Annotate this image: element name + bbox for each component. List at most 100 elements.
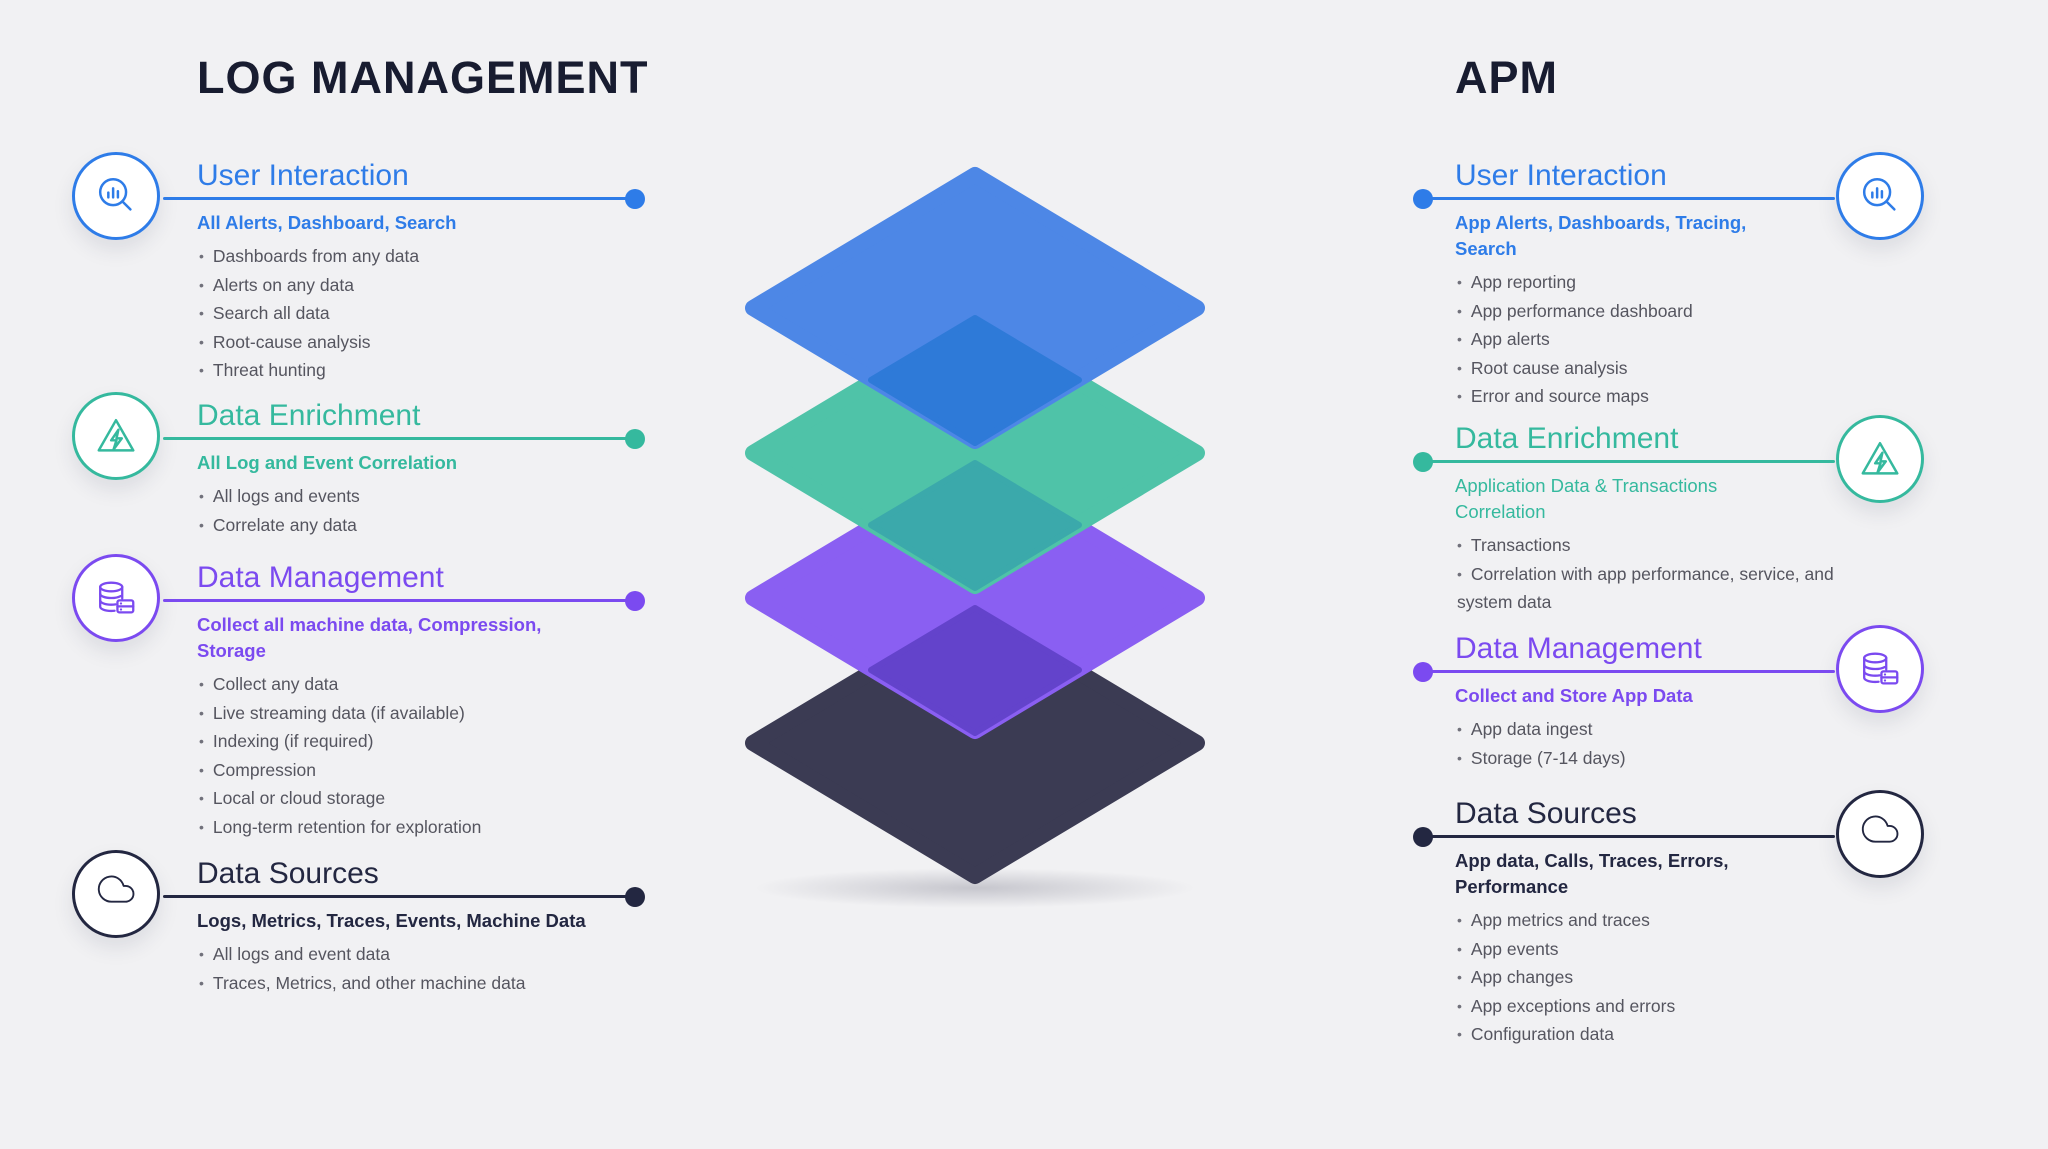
section-heading: Data Management (1455, 632, 1702, 665)
apm-data-management-badge (1836, 625, 1924, 713)
log-data-enrichment-badge (72, 392, 160, 480)
connector-line (1413, 662, 1835, 682)
section-subtitle: App data, Calls, Traces, Errors, Perform… (1455, 850, 1729, 897)
bullet-item: Indexing (if required) (199, 728, 599, 757)
apm-title: APM (1455, 52, 1558, 103)
bullet-item: App metrics and traces (1457, 907, 1845, 936)
section-heading: Data Sources (197, 857, 379, 890)
log-user-interaction-section: User Interaction All Alerts, Dashboard, … (163, 158, 645, 386)
bullet-item: Correlate any data (199, 512, 599, 541)
bullet-item: App events (1457, 936, 1845, 965)
search-analytics-icon (98, 177, 132, 211)
bullet-list: App reporting App performance dashboard … (1455, 269, 1845, 412)
cloud-icon (97, 875, 135, 903)
section-heading: User Interaction (197, 159, 409, 192)
hazard-bolt-icon (1861, 441, 1899, 475)
bullet-item: Error and source maps (1457, 383, 1845, 412)
log-data-management-section: Data Management Collect all machine data… (163, 560, 645, 842)
section-heading: Data Enrichment (197, 399, 421, 432)
bullet-item: All logs and events (199, 483, 599, 512)
connector-line (163, 189, 645, 209)
bullet-item: App reporting (1457, 269, 1845, 298)
cloud-icon (1861, 815, 1899, 843)
bullet-item: Live streaming data (if available) (199, 700, 599, 729)
connector-dot (1413, 452, 1433, 472)
teal-purple-overlap (868, 460, 1082, 591)
bullet-list: Collect any data Live streaming data (if… (197, 671, 635, 842)
bullet-item: Root-cause analysis (199, 329, 599, 358)
bullet-list: Transactions Correlation with app perfor… (1455, 532, 1845, 617)
connector-line (1413, 189, 1835, 209)
connector-line (1413, 827, 1835, 847)
apm-data-sources-badge (1836, 790, 1924, 878)
connector-dot (1413, 827, 1433, 847)
bullet-item: Correlation with app performance, servic… (1457, 561, 1845, 617)
connector-dot (625, 429, 645, 449)
stack-shadow (755, 868, 1195, 908)
log-data-sources-badge (72, 850, 160, 938)
log-data-enrichment-section: Data Enrichment All Log and Event Correl… (163, 398, 645, 540)
layer-stack-svg (745, 167, 1205, 908)
connector-dot (1413, 189, 1433, 209)
section-heading: Data Management (197, 561, 444, 594)
bullet-item: All logs and event data (199, 941, 599, 970)
log-data-sources-section: Data Sources Logs, Metrics, Traces, Even… (163, 856, 645, 998)
apm-user-interaction-badge (1836, 152, 1924, 240)
bullet-item: Compression (199, 757, 599, 786)
section-subtitle: Collect and Store App Data (1455, 685, 1693, 706)
apm-user-interaction-section: User Interaction App Alerts, Dashboards,… (1413, 158, 1845, 412)
apm-data-management-section: Data Management Collect and Store App Da… (1413, 631, 1845, 773)
bullet-item: App data ingest (1457, 716, 1845, 745)
section-subtitle: All Alerts, Dashboard, Search (197, 212, 457, 233)
database-icon (99, 581, 135, 614)
bullet-item: Long-term retention for exploration (199, 814, 599, 843)
bullet-item: App alerts (1457, 326, 1845, 355)
connector-line (163, 887, 645, 907)
bullet-item: Local or cloud storage (199, 785, 599, 814)
apm-data-enrichment-badge (1836, 415, 1924, 503)
connector-line (163, 591, 645, 611)
bullet-item: App exceptions and errors (1457, 993, 1845, 1022)
bullet-item: Threat hunting (199, 357, 599, 386)
connector-line (163, 429, 645, 449)
connector-dot (625, 189, 645, 209)
bullet-item: App changes (1457, 964, 1845, 993)
bullet-item: Configuration data (1457, 1021, 1845, 1050)
blue-teal-overlap (868, 315, 1082, 446)
bullet-item: Collect any data (199, 671, 599, 700)
layer-stack-diagram (645, 130, 1305, 935)
bullet-list: All logs and events Correlate any data (197, 483, 635, 540)
hazard-bolt-icon (97, 418, 135, 452)
section-subtitle: Application Data & Transactions Correlat… (1455, 475, 1718, 522)
bullet-list: App data ingest Storage (7-14 days) (1455, 716, 1845, 773)
search-analytics-icon (1862, 177, 1896, 211)
bullet-item: App performance dashboard (1457, 298, 1845, 327)
section-subtitle: Collect all machine data, Compression, S… (197, 614, 542, 661)
bullet-item: Traces, Metrics, and other machine data (199, 970, 599, 999)
bullet-list: App metrics and traces App events App ch… (1455, 907, 1845, 1050)
connector-dot (1413, 662, 1433, 682)
section-heading: User Interaction (1455, 159, 1667, 192)
section-subtitle: All Log and Event Correlation (197, 452, 458, 473)
section-heading: Data Sources (1455, 797, 1637, 830)
database-icon (1863, 652, 1899, 685)
section-heading: Data Enrichment (1455, 422, 1679, 455)
bullet-item: Dashboards from any data (199, 243, 599, 272)
bullet-item: Root cause analysis (1457, 355, 1845, 384)
log-user-interaction-badge (72, 152, 160, 240)
log-data-management-badge (72, 554, 160, 642)
connector-line (1413, 452, 1835, 472)
bullet-list: All logs and event data Traces, Metrics,… (197, 941, 635, 998)
bullet-item: Storage (7-14 days) (1457, 745, 1845, 774)
purple-dark-overlap (868, 605, 1082, 736)
log-management-title: LOG MANAGEMENT (197, 52, 649, 103)
bullet-item: Search all data (199, 300, 599, 329)
data-sources-layer (745, 602, 1205, 884)
section-subtitle: Logs, Metrics, Traces, Events, Machine D… (197, 910, 586, 931)
apm-data-enrichment-section: Data Enrichment Application Data & Trans… (1413, 421, 1845, 617)
bullet-item: Transactions (1457, 532, 1845, 561)
bullet-list: Dashboards from any data Alerts on any d… (197, 243, 635, 386)
section-subtitle: App Alerts, Dashboards, Tracing, Search (1455, 212, 1747, 259)
connector-dot (625, 591, 645, 611)
